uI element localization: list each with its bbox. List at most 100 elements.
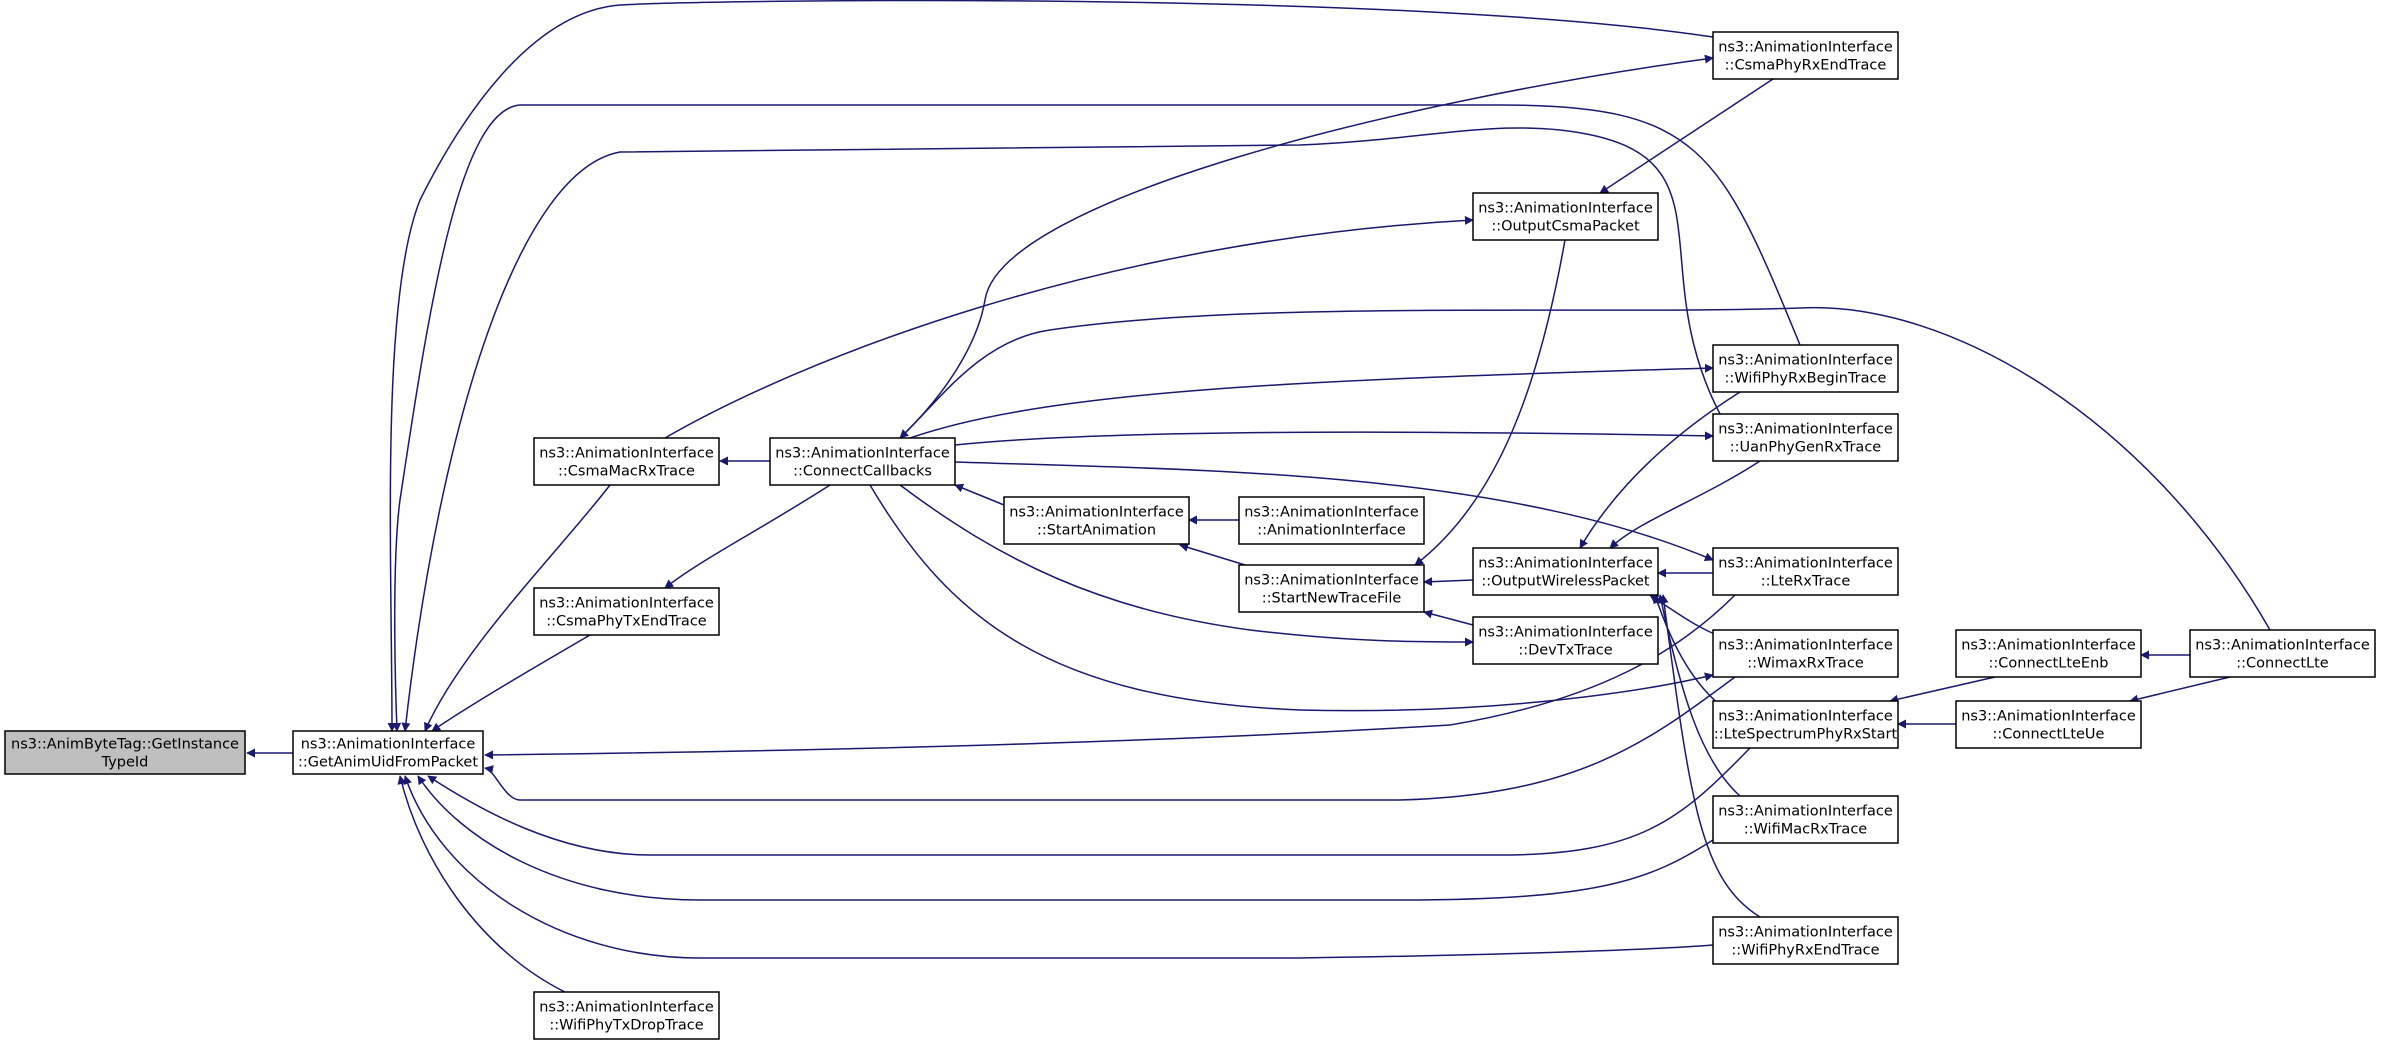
node-lterx[interactable]: ns3::AnimationInterface::LteRxTrace xyxy=(1712,547,1899,596)
node-label-line1: ns3::AnimationInterface xyxy=(1718,804,1893,820)
edge-outputcsmapacket-to-startnewtracefile xyxy=(1414,239,1566,566)
node-connectlteue[interactable]: ns3::AnimationInterface::ConnectLteUe xyxy=(1955,700,2142,749)
edge-csmaphyrxend-to-outputcsmapacket xyxy=(1599,78,1774,194)
edge-devtxtrace-to-startnewtracefile xyxy=(1423,609,1474,626)
node-label-line1: ns3::AnimationInterface xyxy=(1478,625,1653,641)
node-label-line1: ns3::AnimationInterface xyxy=(1244,573,1419,589)
node-ltespectrum[interactable]: ns3::AnimationInterface::LteSpectrumPhyR… xyxy=(1712,700,1899,749)
node-label-line1: ns3::AnimationInterface xyxy=(1718,638,1893,654)
edge-csmaphyrxend-to-getanimuid xyxy=(387,0,1714,732)
node-box xyxy=(1955,629,2142,678)
node-box xyxy=(4,730,246,775)
node-label-line2: ::LteSpectrumPhyRxStart xyxy=(1714,727,1898,743)
node-label-line1: ns3::AnimationInterface xyxy=(301,737,476,753)
edge-connectcallbacks-to-csmaphyrxend xyxy=(899,54,1714,439)
edge-wifiphyrxbegin-to-getanimuid xyxy=(392,104,1801,732)
node-connectlteenb[interactable]: ns3::AnimationInterface::ConnectLteEnb xyxy=(1955,629,2142,678)
node-label-line2: ::WifiMacRxTrace xyxy=(1744,822,1868,838)
node-box xyxy=(1955,700,2142,749)
node-label-line2: ::WifiPhyRxBeginTrace xyxy=(1725,371,1887,387)
node-label-line2: ::DevTxTrace xyxy=(1518,643,1612,659)
node-box xyxy=(1712,795,1899,844)
node-label-line2: ::LteRxTrace xyxy=(1761,574,1851,590)
node-label-line1: ns3::AnimationInterface xyxy=(1478,201,1653,217)
node-wifiphyrxbegin[interactable]: ns3::AnimationInterface::WifiPhyRxBeginT… xyxy=(1712,344,1899,393)
node-box xyxy=(1472,192,1659,241)
node-label-line2: ::OutputWirelessPacket xyxy=(1481,574,1650,590)
node-wifimacrx[interactable]: ns3::AnimationInterface::WifiMacRxTrace xyxy=(1712,795,1899,844)
edge-wifiphyrxend-to-outputwirelesspacket xyxy=(1659,594,1761,918)
node-label-line2: ::CsmaMacRxTrace xyxy=(558,464,695,480)
node-label-line2: ::StartAnimation xyxy=(1037,523,1156,539)
edge-csmamacrx-to-getanimuid xyxy=(424,484,611,732)
node-outputwirelesspacket[interactable]: ns3::AnimationInterface::OutputWirelessP… xyxy=(1472,547,1659,596)
node-uanphygenrx[interactable]: ns3::AnimationInterface::UanPhyGenRxTrac… xyxy=(1712,413,1899,462)
node-getanimuid[interactable]: ns3::AnimationInterface::GetAnimUidFromP… xyxy=(292,730,484,775)
node-label-line2: ::ConnectCallbacks xyxy=(793,464,932,480)
edge-connectlteenb-to-ltespectrum xyxy=(1889,676,1996,704)
node-label-line2: ::OutputCsmaPacket xyxy=(1491,219,1640,235)
edge-connectlte-to-connectcallbacks xyxy=(899,306,2271,631)
node-label-line2: ::UanPhyGenRxTrace xyxy=(1730,440,1882,456)
node-label-line1: ns3::AnimationInterface xyxy=(1244,505,1419,521)
node-wifiphyrxend[interactable]: ns3::AnimationInterface::WifiPhyRxEndTra… xyxy=(1712,916,1899,965)
node-box xyxy=(533,437,720,486)
edges xyxy=(246,0,2271,993)
node-label-line2: ::StartNewTraceFile xyxy=(1262,591,1402,607)
edge-wifiphytxdrop-to-getanimuid xyxy=(397,775,566,993)
node-label-line2: ::AnimationInterface xyxy=(1257,523,1406,539)
node-connectcallbacks[interactable]: ns3::AnimationInterface::ConnectCallback… xyxy=(769,437,956,486)
edge-csmamacrx-to-outputcsmapacket xyxy=(664,215,1474,439)
node-label-line1: ns3::AnimationInterface xyxy=(1478,556,1653,572)
edge-connectcallbacks-to-wimaxrx xyxy=(869,484,1714,712)
node-box xyxy=(1712,31,1899,80)
node-label-line1: ns3::AnimationInterface xyxy=(1961,709,2136,725)
node-label-line1: ns3::AnimationInterface xyxy=(1718,709,1893,725)
node-label-line2: ::CsmaPhyRxEndTrace xyxy=(1725,58,1887,74)
node-wifiphytxdrop[interactable]: ns3::AnimationInterface::WifiPhyTxDropTr… xyxy=(533,991,720,1040)
node-label-line1: ns3::AnimationInterface xyxy=(1718,40,1893,56)
node-label-line2: ::CsmaPhyTxEndTrace xyxy=(546,614,707,630)
node-connectlte[interactable]: ns3::AnimationInterface::ConnectLte xyxy=(2189,629,2376,678)
edge-connectcallbacks-to-wifiphyrxbegin xyxy=(909,363,1714,439)
node-label-line1: ns3::AnimationInterface xyxy=(1718,556,1893,572)
node-box xyxy=(533,991,720,1040)
node-csmamacrx[interactable]: ns3::AnimationInterface::CsmaMacRxTrace xyxy=(533,437,720,486)
node-label-line2: ::ConnectLteEnb xyxy=(1989,656,2109,672)
node-label-line2: ::GetAnimUidFromPacket xyxy=(298,755,478,771)
node-box xyxy=(1712,629,1899,678)
node-csmaphytxend[interactable]: ns3::AnimationInterface::CsmaPhyTxEndTra… xyxy=(533,587,720,636)
node-wimaxrx[interactable]: ns3::AnimationInterface::WimaxRxTrace xyxy=(1712,629,1899,678)
node-label-line1: ns3::AnimationInterface xyxy=(1009,505,1184,521)
node-outputcsmapacket[interactable]: ns3::AnimationInterface::OutputCsmaPacke… xyxy=(1472,192,1659,241)
node-box xyxy=(1712,916,1899,965)
edge-connectlte-to-connectlteue xyxy=(2129,676,2231,704)
edge-connectcallbacks-to-lterx xyxy=(954,461,1714,561)
edge-connectcallbacks-to-csmaphytxend xyxy=(664,484,831,589)
edge-wifiphyrxbegin-to-outputwirelesspacket xyxy=(1579,391,1741,549)
node-animationinterface[interactable]: ns3::AnimationInterface::AnimationInterf… xyxy=(1238,496,1425,545)
edge-ltespectrum-to-outputwirelesspacket xyxy=(1653,594,1721,706)
node-box xyxy=(1472,547,1659,596)
node-box xyxy=(769,437,956,486)
node-csmaphyrxend[interactable]: ns3::AnimationInterface::CsmaPhyRxEndTra… xyxy=(1712,31,1899,80)
node-startnewtracefile[interactable]: ns3::AnimationInterface::StartNewTraceFi… xyxy=(1238,564,1425,613)
node-label-line2: ::ConnectLteUe xyxy=(1993,727,2105,743)
node-box xyxy=(1712,700,1899,749)
node-label-line1: ns3::AnimByteTag::GetInstance xyxy=(11,737,239,753)
edge-startnewtracefile-to-startanimation xyxy=(1179,543,1246,566)
node-devtxtrace[interactable]: ns3::AnimationInterface::DevTxTrace xyxy=(1472,616,1659,665)
node-label-line2: ::WimaxRxTrace xyxy=(1747,656,1864,672)
edge-connectcallbacks-to-uanphygenrx xyxy=(954,431,1714,446)
node-label-line2: ::WifiPhyRxEndTrace xyxy=(1731,943,1879,959)
node-label-line2: ::WifiPhyTxDropTrace xyxy=(549,1018,703,1034)
edge-ltespectrum-to-getanimuid xyxy=(427,747,1751,856)
node-label-line1: ns3::AnimationInterface xyxy=(539,596,714,612)
node-label-line1: ns3::AnimationInterface xyxy=(2195,638,2370,654)
node-box xyxy=(1712,344,1899,393)
node-box xyxy=(1472,616,1659,665)
edge-wimaxrx-to-getanimuid xyxy=(484,676,1736,801)
node-startanimation[interactable]: ns3::AnimationInterface::StartAnimation xyxy=(1003,496,1190,545)
